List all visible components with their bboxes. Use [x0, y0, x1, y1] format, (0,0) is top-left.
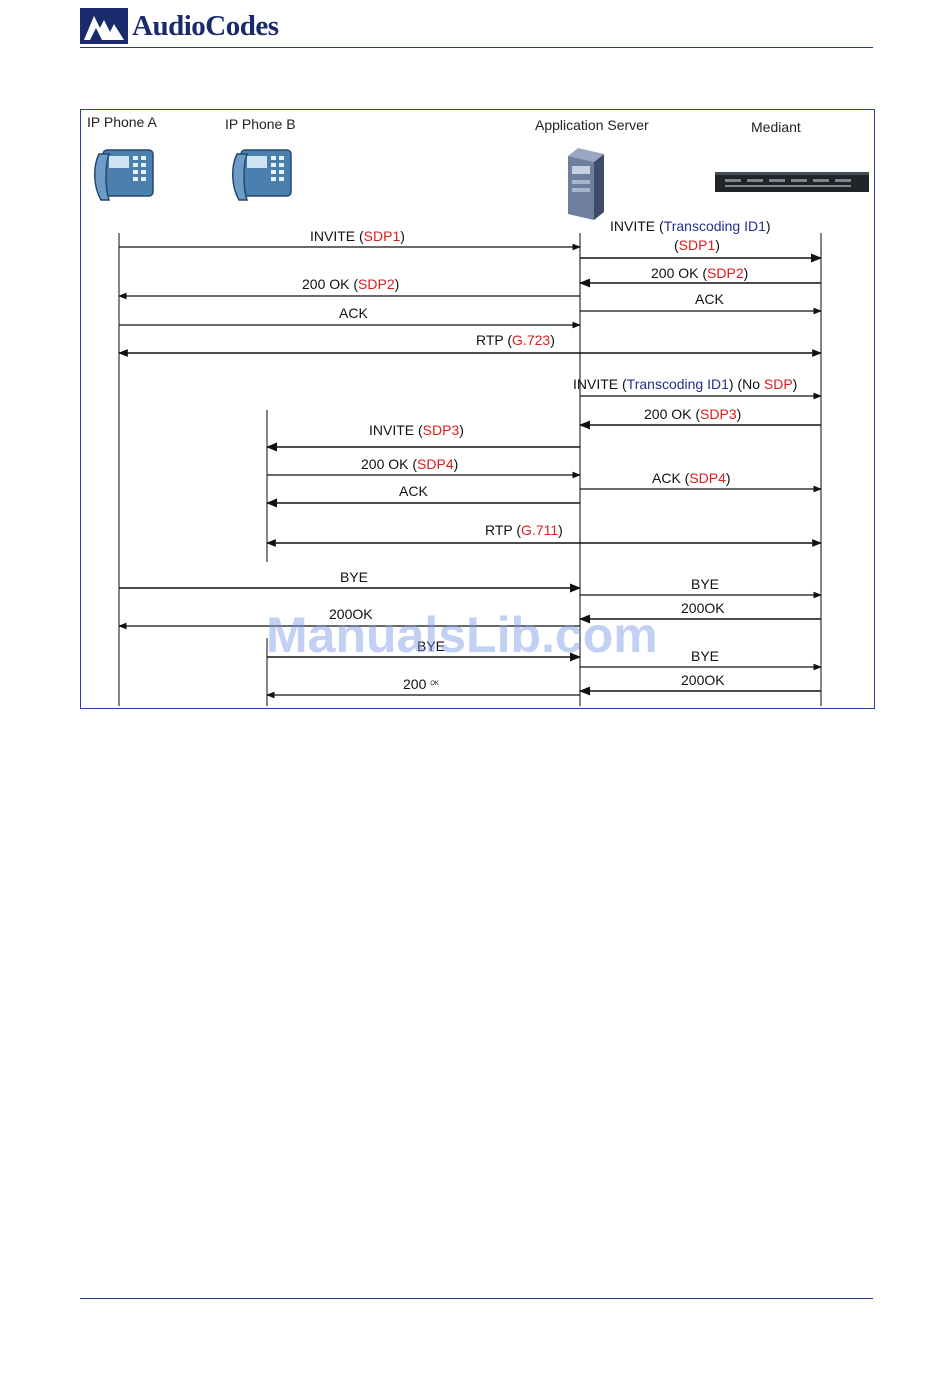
entity-label-app-server: Application Server: [535, 117, 649, 133]
msg-bye-med-1: BYE: [691, 576, 720, 592]
rack-gateway-icon: [715, 172, 869, 192]
msg-200ok-sdp3-med: 200 OK (SDP3): [644, 406, 742, 422]
footer-rule: [80, 1298, 873, 1299]
msg-200ok-sdp4: 200 OK (SDP4): [361, 456, 459, 472]
msg-bye-a: BYE: [340, 569, 369, 585]
msg-invite-sdp1: INVITE (SDP1): [310, 228, 405, 244]
logo-wordmark: AudioCodes: [132, 9, 279, 42]
msg-bye-med-2: BYE: [691, 648, 720, 664]
msg-200ok-b: 200 OK: [403, 676, 439, 692]
entity-label-mediant: Mediant: [751, 119, 801, 135]
msg-invite-sdp3: INVITE (SDP3): [369, 422, 464, 438]
msg-bye-b: BYE: [417, 638, 446, 654]
watermark: ManualsLib.com: [266, 607, 658, 663]
msg-200ok-med-2: 200OK: [681, 672, 725, 688]
msg-ack-a: ACK: [339, 305, 368, 321]
msg-ack-b: ACK: [399, 483, 428, 499]
msg-invite-no-sdp: INVITE (Transcoding ID1) (No SDP): [573, 376, 798, 392]
server-tower-icon: [568, 148, 604, 220]
msg-rtp-g723: RTP (G.723): [476, 332, 555, 348]
audiocodes-logo: AudioCodes: [80, 6, 279, 46]
desk-phone-icon: [232, 149, 292, 201]
entity-label-phone-a: IP Phone A: [87, 114, 157, 130]
msg-ack-med: ACK: [695, 291, 724, 307]
msg-rtp-g711: RTP (G.711): [485, 522, 563, 538]
entity-label-phone-b: IP Phone B: [225, 116, 296, 132]
msg-200ok-med-1: 200OK: [681, 600, 725, 616]
audiocodes-logo-icon: [80, 8, 128, 44]
sequence-diagram: IP Phone A IP Phone B Application Server…: [80, 109, 875, 709]
msg-sdp1-continued: (SDP1): [674, 237, 720, 253]
msg-invite-transcoding: INVITE (Transcoding ID1): [610, 218, 771, 234]
msg-200ok-sdp2-med: 200 OK (SDP2): [651, 265, 749, 281]
msg-200ok-a: 200OK: [329, 606, 373, 622]
sequence-diagram-canvas: [94, 148, 869, 706]
msg-200ok-sdp2-a: 200 OK (SDP2): [302, 276, 400, 292]
desk-phone-icon: [94, 149, 154, 201]
header-rule: [80, 47, 873, 48]
msg-ack-sdp4: ACK (SDP4): [652, 470, 731, 486]
